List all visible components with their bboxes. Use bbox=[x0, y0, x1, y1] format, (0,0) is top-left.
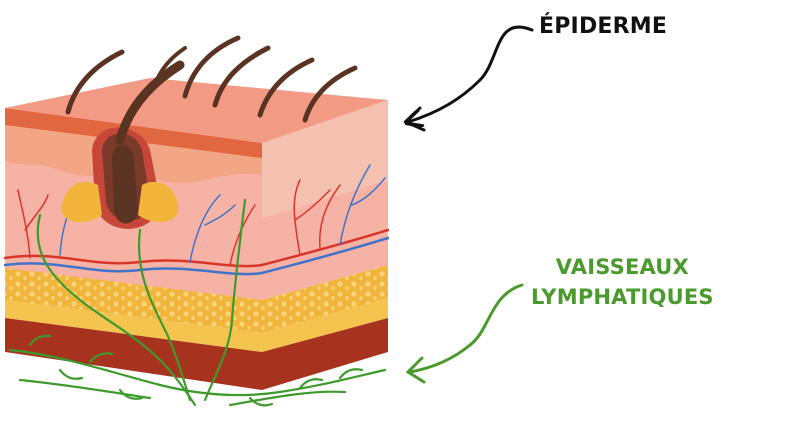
hair-follicle bbox=[61, 127, 179, 229]
lymphatic-vessels-label: VAISSEAUX LYMPHATIQUES bbox=[531, 252, 714, 313]
lymphatic-arrowhead bbox=[405, 356, 426, 384]
lymphatic-label-line-1: VAISSEAUX bbox=[555, 255, 689, 279]
lymphatic-label-line-2: LYMPHATIQUES bbox=[531, 285, 714, 310]
lymphatic-vessels bbox=[8, 198, 387, 407]
hairs bbox=[65, 35, 358, 145]
epidermis-arrowhead bbox=[403, 106, 426, 132]
lymphatic-arrow bbox=[408, 283, 524, 374]
skin-block-side bbox=[262, 100, 388, 390]
epidermis-arrow bbox=[408, 25, 534, 122]
epidermis-label: ÉPIDERME bbox=[539, 14, 668, 39]
skin-surface bbox=[5, 78, 388, 143]
